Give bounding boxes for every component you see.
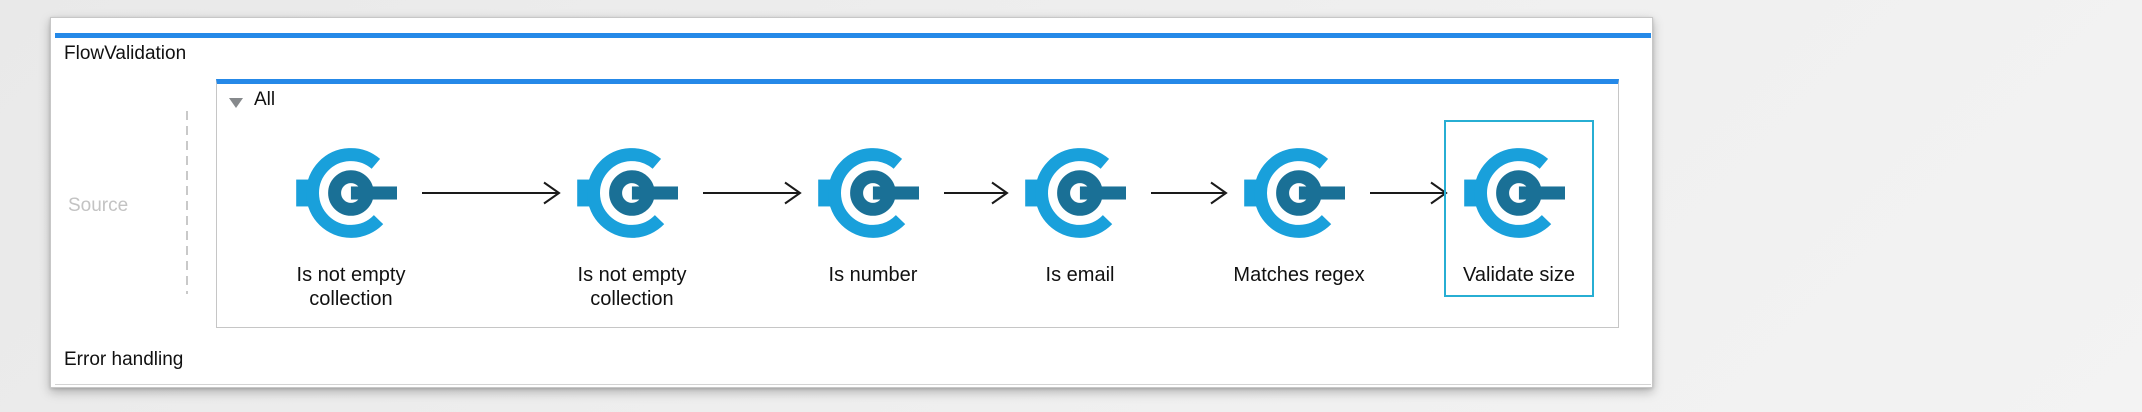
node-label: Is not empty collection <box>296 264 406 310</box>
node-label: Is email <box>1045 264 1115 286</box>
flow-divider <box>55 384 1651 385</box>
scope-title: All <box>254 89 276 110</box>
validation-icon <box>296 148 397 238</box>
source-lane-divider <box>186 111 188 294</box>
validation-all-scope[interactable]: All <box>216 79 1619 328</box>
flow-node[interactable]: Is email <box>1005 120 1155 297</box>
flow-node[interactable]: Validate size <box>1444 120 1594 297</box>
node-label: Validate size <box>1463 264 1575 286</box>
flow-node[interactable]: Is not empty collection <box>557 120 707 310</box>
flow-title[interactable]: FlowValidation <box>64 43 187 64</box>
error-handling-section[interactable]: Error handling <box>64 349 184 370</box>
node-label: Matches regex <box>1233 264 1365 286</box>
flow-canvas[interactable]: FlowValidation Source All Is not empty c… <box>50 17 1653 388</box>
validation-icon <box>1025 148 1126 238</box>
triangle-down-icon[interactable] <box>229 98 243 108</box>
validation-icon <box>1464 148 1565 238</box>
source-lane-label: Source <box>68 195 129 216</box>
flow-node[interactable]: Is number <box>798 120 948 297</box>
node-label: Is not empty collection <box>577 264 687 310</box>
validation-icon <box>577 148 678 238</box>
validation-icon <box>1244 148 1345 238</box>
flow-node[interactable]: Matches regex <box>1224 120 1374 297</box>
flow-node[interactable]: Is not empty collection <box>276 120 426 310</box>
validation-icon <box>818 148 919 238</box>
node-label: Is number <box>828 264 918 286</box>
flow-accent-bar <box>55 33 1651 38</box>
